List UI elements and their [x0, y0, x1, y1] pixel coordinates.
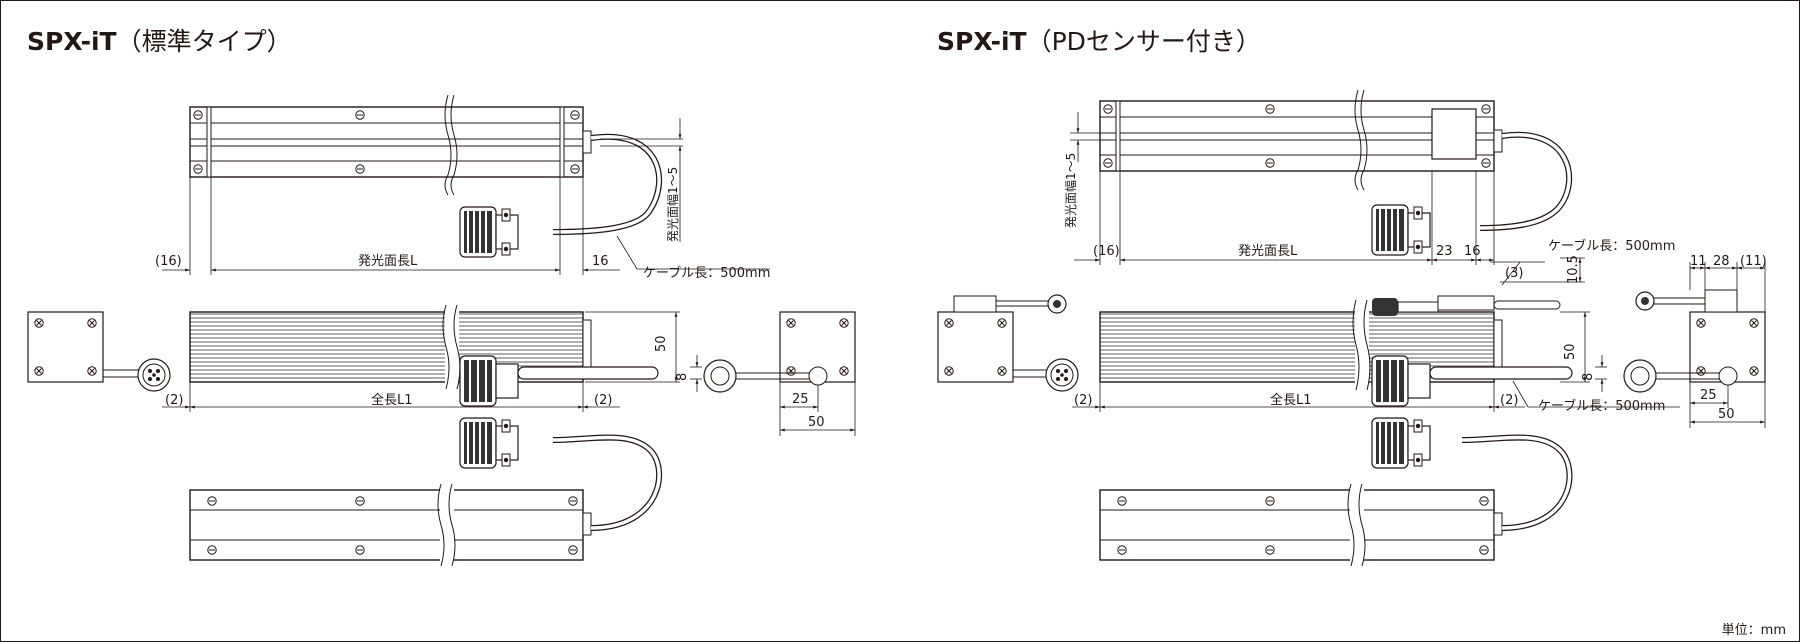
unit-label: 単位：mm	[1721, 623, 1786, 638]
title-standard: SPX-iT（標準タイプ）	[27, 22, 292, 58]
title-pd-variant: （PDセンサー付き）	[1026, 27, 1261, 56]
right-height-50: 50	[1563, 343, 1578, 360]
left-dim-2-left: (2)	[165, 393, 183, 408]
title-standard-model: SPX-iT	[27, 27, 117, 56]
right-dim-50: 50	[1718, 407, 1735, 422]
right-emit-width: 発光面幅1～5	[1063, 153, 1078, 228]
right-dim-2-left: (2)	[1074, 393, 1092, 408]
left-dim-2-right: (2)	[594, 393, 612, 408]
left-dim-16-left: (16)	[155, 254, 182, 269]
right-dim-11: 11	[1690, 254, 1707, 269]
right-cable-bottom: ケーブル長：500mm	[1538, 398, 1665, 414]
left-cable-length: ケーブル長：500mm	[643, 265, 770, 281]
title-standard-variant: （標準タイプ）	[116, 27, 292, 56]
title-pd-sensor: SPX-iT（PDセンサー付き）	[937, 22, 1261, 58]
left-dim-50: 50	[808, 415, 825, 430]
standard-side-views	[28, 304, 855, 436]
right-dim-11-paren: (11)	[1740, 254, 1767, 269]
right-dim-23: 23	[1436, 244, 1453, 259]
pd-top-view	[1070, 89, 1573, 265]
right-dim-10-5: 10.5	[1566, 255, 1581, 284]
left-dim-8: 8	[675, 373, 690, 381]
left-dim-16-right: 16	[592, 254, 609, 269]
right-dim-25: 25	[1700, 388, 1717, 403]
left-emit-width: 発光面幅1～5	[665, 167, 680, 242]
standard-bottom-view	[189, 417, 663, 567]
pd-side-views	[938, 257, 1765, 428]
right-dim-28: 28	[1713, 254, 1730, 269]
right-dim-16-right: 16	[1464, 244, 1481, 259]
pd-bottom-view	[1099, 417, 1573, 567]
right-dim-8: 8	[1581, 373, 1596, 381]
standard-top-view	[162, 94, 770, 275]
left-emit-length: 発光面長L	[358, 254, 418, 269]
left-height-50: 50	[654, 335, 669, 352]
title-pd-model: SPX-iT	[937, 27, 1027, 56]
left-dim-25: 25	[792, 392, 809, 407]
right-cable-top: ケーブル長：500mm	[1548, 238, 1675, 254]
right-dim-3: (3)	[1505, 266, 1523, 281]
right-dim-2-right: (2)	[1500, 393, 1518, 408]
right-dim-16-left: (16)	[1093, 244, 1120, 259]
left-total-length: 全長L1	[371, 392, 413, 408]
right-emit-length: 発光面長L	[1238, 244, 1298, 259]
right-total-length: 全長L1	[1270, 392, 1312, 408]
